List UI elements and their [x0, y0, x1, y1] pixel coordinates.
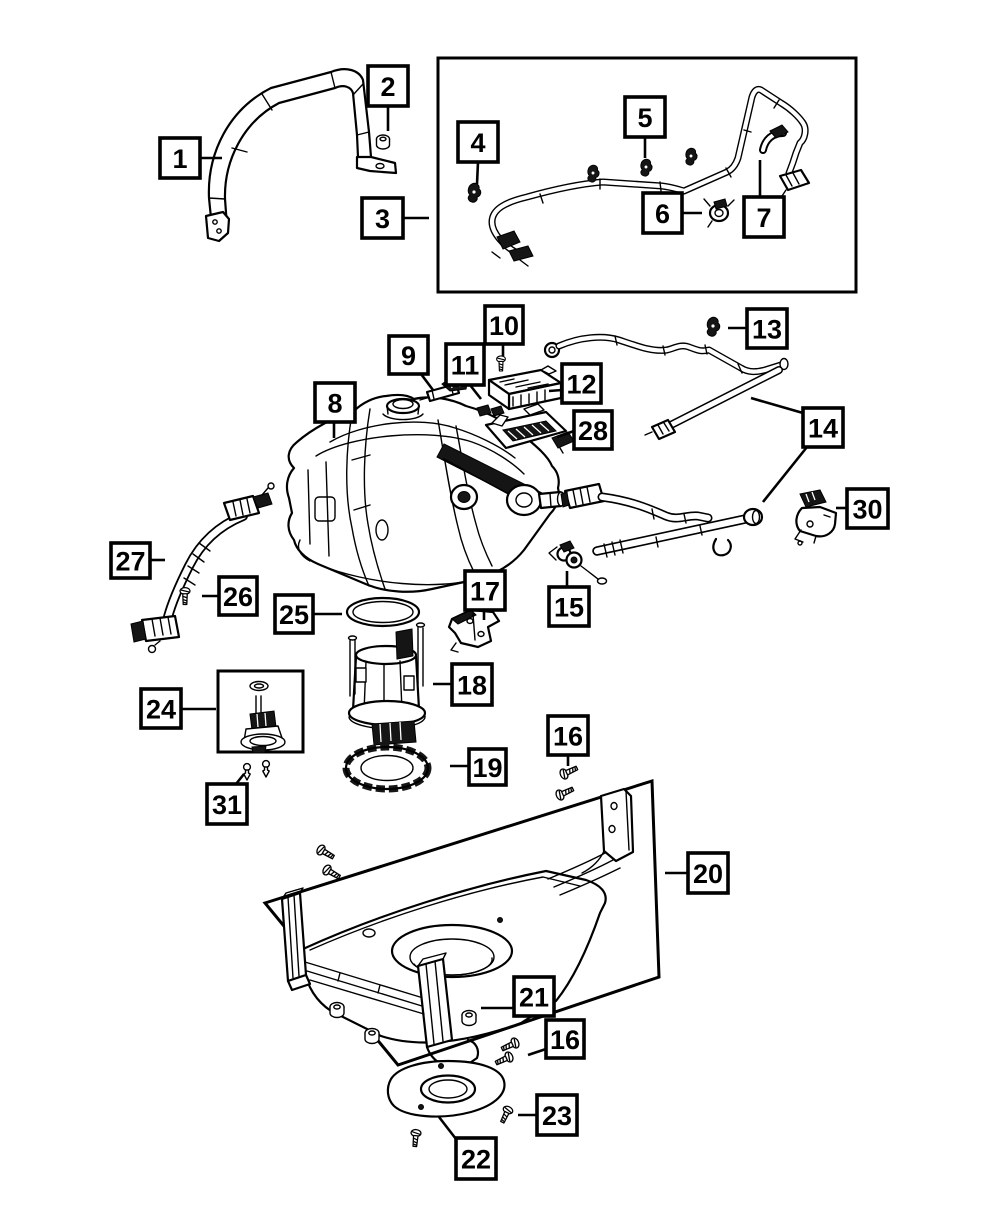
- callout-7[interactable]: 7: [742, 160, 786, 239]
- callout-13[interactable]: 13: [728, 307, 789, 350]
- callout-label: 7: [756, 203, 771, 233]
- callout-label: 3: [375, 204, 390, 234]
- callout-label: 12: [566, 370, 596, 400]
- connector-clip-part: [476, 404, 505, 417]
- callout-10[interactable]: 10: [483, 304, 525, 356]
- callout-15[interactable]: 15: [547, 571, 591, 628]
- callout-25[interactable]: 25: [273, 593, 342, 635]
- callout-27[interactable]: 27: [109, 541, 165, 580]
- sender-bolt-part: [242, 762, 252, 781]
- callout-18[interactable]: 18: [433, 662, 494, 707]
- callout-17[interactable]: 17: [463, 569, 507, 620]
- callout-label: 10: [489, 311, 519, 341]
- callout-label: 11: [451, 351, 480, 381]
- callout-14[interactable]: 14: [750, 396, 845, 503]
- callout-label: 9: [401, 341, 416, 371]
- callout-22[interactable]: 22: [437, 1116, 498, 1181]
- callout-label: 30: [852, 495, 882, 525]
- pump-module-part: [347, 622, 427, 746]
- tank-strap-part: [204, 68, 398, 243]
- hose-clamp-part: [703, 198, 735, 228]
- vent-tube-assembly-part: [543, 333, 789, 441]
- shield-screw-part: [409, 1128, 422, 1148]
- callout-label: 17: [470, 577, 500, 607]
- mounting-screw-part: [553, 783, 576, 802]
- callout-label: 2: [380, 72, 395, 102]
- callout-label: 31: [212, 790, 242, 820]
- callout-label: 24: [146, 695, 176, 725]
- plate-screw-part: [493, 1050, 516, 1069]
- quick-connector-part: [759, 124, 811, 197]
- callout-19[interactable]: 19: [450, 747, 508, 787]
- callout-label: 16: [553, 722, 583, 752]
- callout-label: 23: [542, 1101, 572, 1131]
- callout-30[interactable]: 30: [836, 487, 890, 530]
- tube-bracket-part: [794, 489, 838, 546]
- module-bracket-part: [484, 403, 575, 454]
- callout-8[interactable]: 8: [313, 381, 357, 438]
- callout-21[interactable]: 21: [481, 975, 556, 1018]
- callout-label: 19: [472, 753, 502, 783]
- callout-label: 5: [637, 103, 652, 133]
- callout-label: 14: [808, 414, 838, 444]
- callout-26[interactable]: 26: [202, 575, 259, 617]
- callout-label: 27: [115, 547, 145, 577]
- small-bracket-part: [447, 608, 501, 653]
- plate-nut-part: [461, 1009, 477, 1027]
- callout-6[interactable]: 6: [641, 191, 702, 235]
- hose-screw-part: [179, 586, 191, 606]
- callout-label: 21: [519, 983, 549, 1013]
- pump-oring-part: [345, 596, 421, 628]
- callout-1[interactable]: 1: [158, 136, 222, 180]
- callout-23[interactable]: 23: [518, 1093, 579, 1137]
- callout-label: 22: [461, 1145, 491, 1175]
- fuel-line-assembly-part: [467, 85, 811, 267]
- callout-label: 25: [279, 600, 309, 630]
- strap-nut-part: [375, 134, 391, 150]
- callout-label: 1: [172, 144, 187, 174]
- level-sender-part: [240, 680, 286, 754]
- callout-5[interactable]: 5: [623, 95, 667, 158]
- pressure-sensor-part: [548, 540, 608, 585]
- callout-label: 18: [457, 671, 487, 701]
- callout-4[interactable]: 4: [456, 120, 500, 185]
- callout-11[interactable]: 11: [444, 342, 486, 400]
- callout-label: 28: [578, 416, 608, 446]
- callout-label: 8: [327, 389, 342, 419]
- shield-screw-part: [497, 1104, 515, 1125]
- callout-12[interactable]: 12: [548, 362, 603, 405]
- callout-label: 13: [752, 315, 782, 345]
- callout-label: 26: [223, 582, 253, 612]
- callout-31[interactable]: 31: [205, 773, 249, 826]
- callout-20[interactable]: 20: [665, 851, 730, 895]
- module-screw-part: [496, 355, 506, 372]
- callout-9[interactable]: 9: [387, 334, 435, 391]
- callout-label: 6: [655, 199, 670, 229]
- def-tank-part: [285, 393, 566, 593]
- callout-3[interactable]: 3: [360, 196, 429, 240]
- callout-label: 20: [693, 859, 723, 889]
- plate-screw-part: [499, 1036, 522, 1055]
- heat-shield-part: [386, 1059, 506, 1118]
- fuel-line-detail-box: [436, 56, 858, 294]
- callout-24[interactable]: 24: [139, 687, 216, 730]
- callout-label: 4: [470, 128, 485, 158]
- callout-label: 15: [554, 593, 584, 623]
- fill-hose-assembly-part: [560, 482, 764, 558]
- callout-16b[interactable]: 16: [527, 1018, 586, 1060]
- tube-clip-part: [706, 316, 721, 337]
- sender-bolt-part: [261, 759, 271, 778]
- filler-hose-part: [130, 482, 275, 654]
- callout-label: 16: [550, 1025, 580, 1055]
- callout-28[interactable]: 28: [556, 409, 614, 451]
- callout-2[interactable]: 2: [366, 64, 410, 131]
- lock-ring-part: [342, 743, 432, 793]
- callout-16a[interactable]: 16: [546, 714, 590, 766]
